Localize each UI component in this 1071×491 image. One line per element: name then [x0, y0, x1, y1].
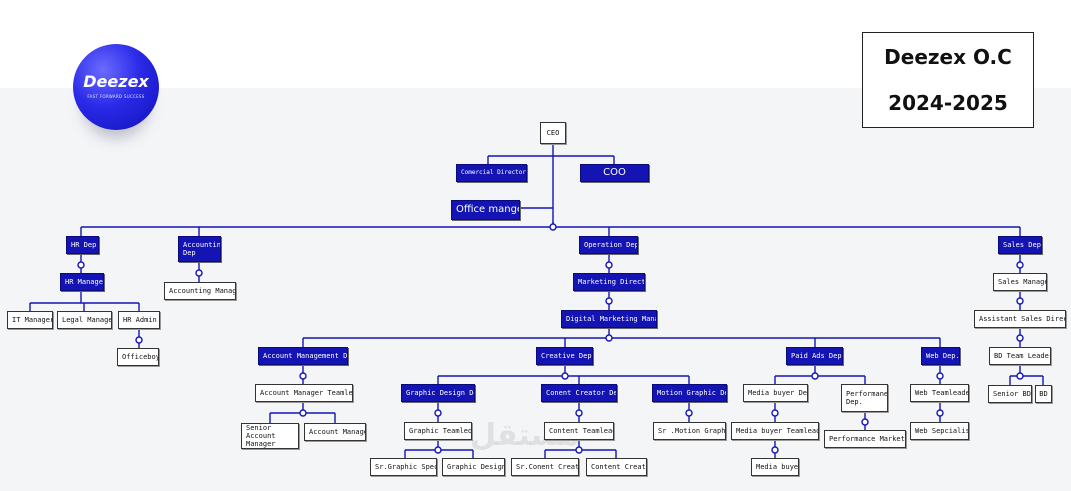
node-content-creator: Content Creator	[586, 458, 647, 476]
node-account-management-dep: Account Management Dep.	[258, 347, 348, 365]
node-office-manager: Office manger	[451, 200, 520, 220]
node-hr-dep: HR Dep.	[66, 236, 99, 254]
node-sales-dep: Sales Dep.	[998, 236, 1042, 254]
node-accounting-manager: Accounting Manager	[164, 282, 236, 300]
node-media-buyer-teamleader: Media buyer Teamleader	[731, 422, 819, 440]
node-account-manager-teamleader: Account Manager Teamleader	[255, 384, 353, 402]
node-sr-content-creator: Sr.Conent Creator	[511, 458, 579, 476]
node-graphic-teamleader: Graphic Teamleder	[404, 422, 472, 440]
node-performance-dep: Performane Dep.	[841, 384, 888, 412]
node-performance-marketing: Performance Marketing	[824, 430, 906, 448]
node-creative-dep: Creative Dep.	[536, 347, 593, 365]
node-content-creator-dep: Conent Creator Dep.	[541, 384, 617, 402]
node-media-buyer-dep: Media buyer Dep.	[743, 384, 808, 402]
node-graphic-designer: Graphic Designer	[442, 458, 505, 476]
node-hr-admin: HR Admin	[118, 311, 160, 329]
node-web-dep: Web Dep.	[921, 347, 960, 365]
logo-text: Deezex	[83, 72, 149, 91]
node-sales-manager: Sales Manager	[993, 273, 1047, 291]
node-commercial-director: Comercial Director	[456, 164, 527, 182]
title-line-2: 2024-2025	[888, 91, 1008, 115]
node-account-manager: Account Manager	[304, 423, 366, 441]
node-it-manager: IT Manager	[7, 311, 53, 329]
node-content-teamleader: Content Teamleader	[544, 422, 614, 440]
node-officeboy: Officeboy	[117, 348, 159, 366]
node-bd: BD	[1035, 385, 1052, 403]
node-digital-marketing-manager: Digital Marketing Manager	[561, 310, 657, 328]
deezex-logo: Deezex FAST FORWARD SUCCESS	[73, 44, 159, 130]
node-paid-ads-dep: Paid Ads Dep.	[786, 347, 843, 365]
node-senior-account-manager: Senior Account Manager	[241, 423, 299, 449]
node-operation-dep: Operation Dep.	[579, 236, 638, 254]
node-bd-teamleader: BD Team Leader	[989, 347, 1051, 365]
node-media-buyer: Media buyer	[751, 458, 799, 476]
node-web-specialist: Web Sepcialist	[910, 422, 969, 440]
node-marketing-director: Marketing Director	[573, 273, 645, 291]
node-graphic-design-dep: Graphic Design Dep.	[401, 384, 475, 402]
node-legal-manager: Legal Manager	[57, 311, 112, 329]
node-ceo: CEO	[540, 122, 566, 144]
node-coo: COO	[580, 164, 649, 182]
node-senior-bd: Senior BD	[988, 385, 1032, 403]
logo-tagline: FAST FORWARD SUCCESS	[87, 94, 145, 99]
node-motion-graphic-dep: Motion Graphic Dep.	[652, 384, 727, 402]
node-sr-graphic-spec: Sr.Graphic Spec.	[370, 458, 437, 476]
node-sr-motion-graphic: Sr .Motion Graphic	[653, 422, 726, 440]
node-assistant-sales-director: Assistant Sales Director	[974, 310, 1066, 328]
title-box: Deezex O.C 2024-2025	[862, 32, 1034, 128]
node-web-teamleader: Web Teamleader	[910, 384, 969, 402]
title-line-1: Deezex O.C	[884, 45, 1012, 69]
node-accounting-dep: Accounting Dep	[178, 236, 221, 262]
node-hr-manager: HR Manager	[60, 273, 104, 291]
